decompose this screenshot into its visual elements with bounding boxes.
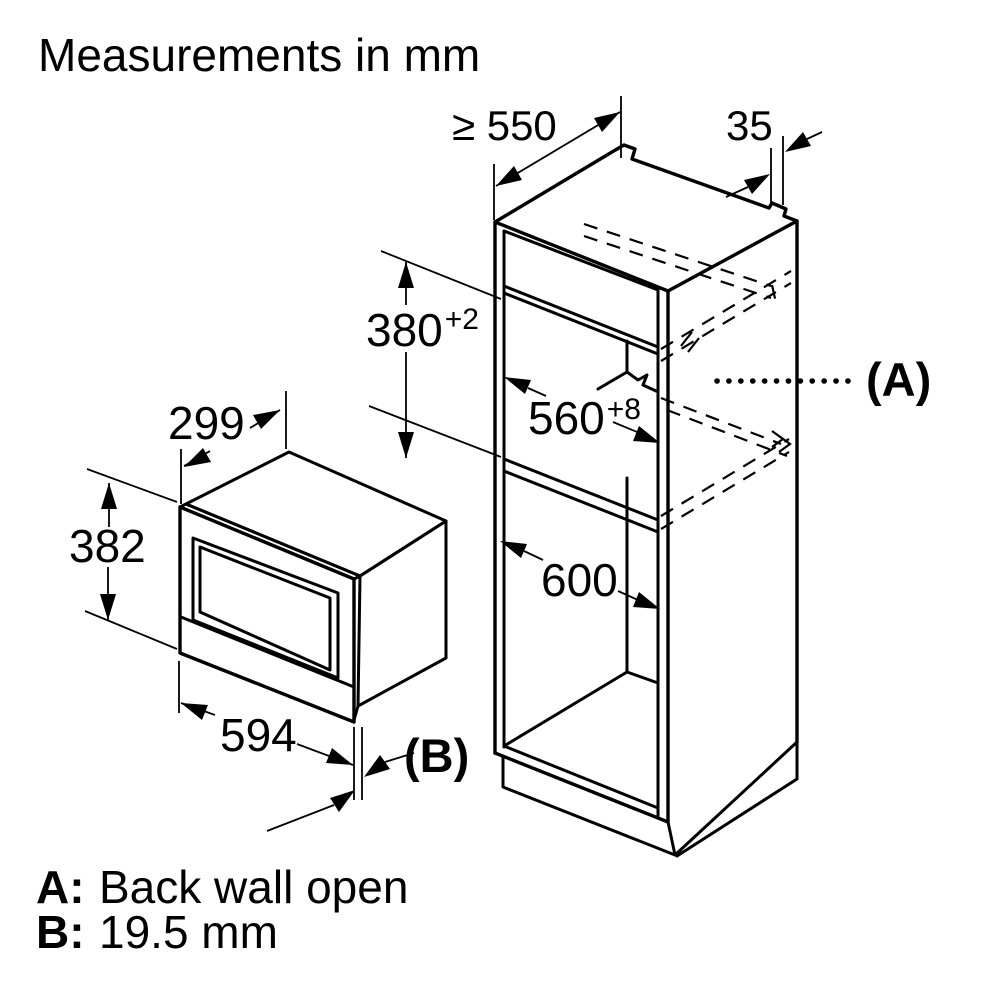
- cabinet-bottom-front-edge: [493, 751, 670, 824]
- dim-height-extensions: [84, 468, 178, 650]
- legend-a-text: Back wall open: [99, 861, 408, 913]
- dim-rear-strip-arrow-right: [785, 132, 811, 152]
- dim-width-label: 594: [220, 709, 297, 761]
- page-title: Measurements in mm: [38, 29, 480, 81]
- legend-row-a: A: Back wall open: [36, 861, 408, 913]
- legend-b-key: B:: [36, 906, 85, 958]
- dim-niche-height-arrow-up: [398, 262, 414, 288]
- back-open-callout: (A): [714, 353, 931, 406]
- legend-row-b: B: 19.5 mm: [36, 906, 278, 958]
- dim-rear-strip-arrow-left: [744, 174, 770, 194]
- dim-depth-extensions: [180, 391, 287, 504]
- back-open-label: (A): [866, 353, 931, 406]
- door-protrusion-callout: (B): [266, 727, 469, 832]
- dim-niche-width: 560+8: [504, 377, 660, 444]
- legend-b-text: 19.5 mm: [99, 906, 278, 958]
- hidden-edge-dashes: [583, 222, 792, 530]
- dim-niche-height-tolerance: +2: [445, 303, 479, 336]
- dim-rear-strip-extensions: [770, 136, 784, 205]
- cabinet-floor-receding-edge: [502, 670, 660, 748]
- microwave-drawing: [178, 450, 448, 724]
- lower-break-marks: [771, 430, 792, 453]
- door-protrusion-arrow-left: [330, 790, 355, 812]
- cabinet-bottom-right-edges: [673, 740, 799, 858]
- lower-shelf-rear-dashes: [660, 396, 788, 458]
- legend-a-key: A:: [36, 861, 85, 913]
- dim-lower-width: 600: [500, 541, 660, 609]
- microwave-body-right-face: [356, 519, 448, 708]
- door-protrusion-extensions: [353, 727, 363, 800]
- dim-niche-height-label: 380+2: [366, 303, 479, 356]
- dim-rear-strip-label: 35: [726, 102, 773, 149]
- microwave-window-inner: [198, 545, 332, 672]
- dim-niche-width-arrow-right: [633, 426, 660, 443]
- dim-niche-width-label: 560+8: [528, 392, 641, 444]
- dim-lower-width-label: 600: [541, 554, 618, 606]
- dim-lower-width-line: [523, 550, 639, 601]
- dim-height-arrow-down: [100, 594, 116, 620]
- cabinet-top-panel-underside: [502, 229, 660, 292]
- dim-depth-label: 299: [168, 397, 245, 449]
- microwave-door-face: [178, 505, 356, 724]
- dim-width: 594: [178, 661, 354, 766]
- dim-niche-width-tolerance: +8: [607, 393, 641, 426]
- microwave-door-bottom-bar: [179, 615, 356, 689]
- dim-height: 382: [69, 468, 178, 650]
- dim-depth-arrow-right: [253, 410, 280, 429]
- dim-niche-width-line: [527, 387, 638, 433]
- legend: A: Back wall open B: 19.5 mm: [36, 861, 408, 958]
- upper-break-marks: [680, 331, 700, 353]
- niche-top-shelf: [502, 284, 660, 356]
- dim-height-label: 382: [69, 520, 146, 572]
- door-protrusion-leaders: [266, 752, 415, 832]
- dim-min-depth-extensions: [493, 96, 622, 220]
- door-protrusion-label: (B): [404, 729, 469, 782]
- door-protrusion-arrow-right: [364, 755, 390, 777]
- dim-niche-width-arrow-left: [504, 377, 531, 394]
- cabinet-plinth: [501, 755, 677, 857]
- dim-lower-width-arrow-left: [500, 541, 527, 558]
- dim-min-depth: ≥ 550: [452, 96, 622, 220]
- upper-shelf-side-dashes: [660, 270, 792, 362]
- microwave-door-body-joint: [352, 704, 360, 722]
- dim-depth-arrow-left: [184, 448, 211, 467]
- cabinet-drawing: [493, 143, 799, 858]
- dim-rear-strip-tails: [725, 131, 823, 198]
- dim-min-depth-label: ≥ 550: [452, 102, 557, 149]
- cabinet-top-face: [493, 143, 799, 293]
- dim-rear-strip: 35: [725, 102, 823, 205]
- lower-shelf-side-dashes: [660, 438, 790, 530]
- dim-niche-height-extensions: [368, 250, 502, 458]
- dim-min-depth-arrow-right: [594, 112, 620, 132]
- dim-min-depth-arrow-left: [496, 166, 522, 186]
- dim-height-arrow-up: [101, 483, 117, 509]
- microwave-window-outer: [191, 536, 340, 680]
- dim-lower-width-arrow-right: [633, 592, 660, 609]
- dim-niche-width-value: 560: [528, 392, 605, 444]
- dim-niche-height-value: 380: [366, 304, 443, 356]
- cabinet-floor-front-edge: [502, 744, 660, 810]
- dim-niche-height-arrow-down: [398, 432, 414, 458]
- dim-width-arrow-right: [326, 748, 353, 765]
- dim-width-arrow-left: [181, 703, 208, 720]
- niche-bottom-shelf: [502, 457, 660, 534]
- niche-back-edge-cutout: [596, 339, 658, 393]
- dim-niche-height: 380+2: [366, 250, 502, 458]
- dim-depth: 299: [168, 391, 287, 504]
